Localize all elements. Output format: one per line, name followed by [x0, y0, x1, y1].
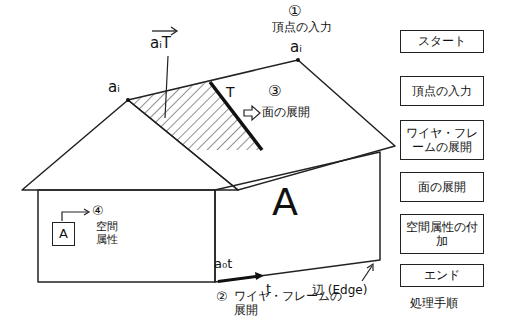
attribute-box: A — [52, 222, 75, 246]
process-box: 空間属性の付加 — [400, 214, 484, 254]
box-text: スタート — [418, 34, 466, 48]
process-box: 頂点の入力 — [400, 76, 484, 106]
step-note: 面の展開 — [262, 105, 310, 119]
process-box: ワイヤ・フレームの展開 — [400, 120, 484, 160]
face-label: A — [272, 180, 298, 226]
callout-number: ④ — [92, 203, 104, 219]
box-text: エンド — [424, 268, 460, 282]
point-label: t — [266, 281, 271, 297]
edge-label: T — [226, 84, 235, 101]
box-text: 面の展開 — [418, 180, 466, 194]
box-text: 空間属性の付加 — [404, 220, 480, 249]
step-note: 頂点の入力 — [272, 20, 332, 34]
box-text: ワイヤ・フレームの展開 — [404, 126, 480, 155]
edge-note: 辺 (Edge) — [312, 283, 367, 297]
process-box: スタート — [400, 30, 484, 53]
process-box: エンド — [400, 264, 484, 287]
caption: 処理手順 — [410, 296, 458, 310]
box-text: A — [59, 226, 68, 242]
callout-number: ② — [216, 289, 228, 305]
step-note: 空間属性 — [96, 220, 122, 246]
callout-number: ③ — [268, 82, 281, 100]
vector-label: aᵢT — [150, 34, 171, 52]
callout-number: ① — [288, 2, 301, 20]
vertex-label: aᵢ — [290, 38, 302, 56]
vector-label: a₀t — [214, 256, 232, 272]
box-text: 頂点の入力 — [412, 84, 472, 98]
vertex-label: aᵢ — [108, 78, 120, 96]
process-box: 面の展開 — [400, 172, 484, 202]
